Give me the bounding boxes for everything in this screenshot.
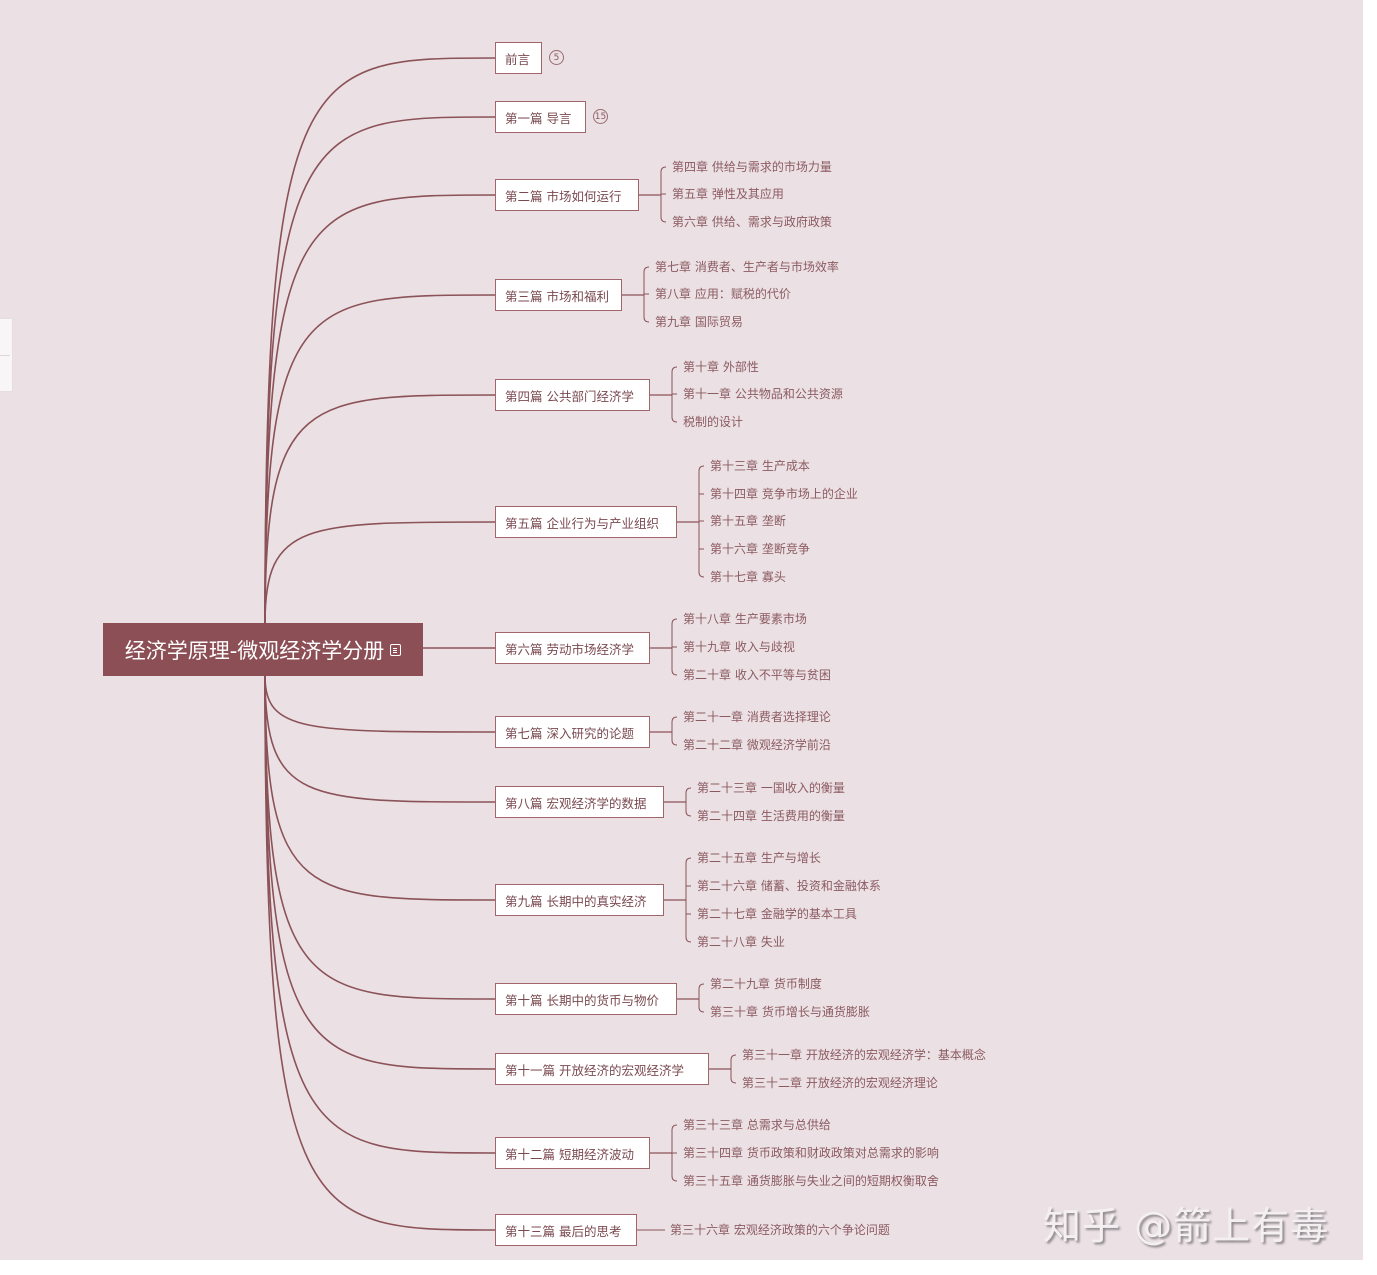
chapter-topic[interactable]: 第四章 供给与需求的市场力量 <box>672 160 832 174</box>
chapter-topic[interactable]: 第三十四章 货币政策和财政政策对总需求的影响 <box>683 1146 939 1160</box>
chapter-topic[interactable]: 第十五章 垄断 <box>710 514 786 528</box>
part-topic[interactable]: 第七篇 深入研究的论题 <box>495 716 650 748</box>
chapter-topic[interactable]: 第十八章 生产要素市场 <box>683 612 807 626</box>
chapter-topic[interactable]: 第二十八章 失业 <box>697 935 785 949</box>
part-label: 第九篇 长期中的真实经济 <box>505 893 647 909</box>
part-topic[interactable]: 第一篇 导言 <box>495 101 586 133</box>
connector-lines <box>264 57 737 1231</box>
part-topic[interactable]: 前言 <box>495 42 542 74</box>
part-label: 第六篇 劳动市场经济学 <box>505 641 634 657</box>
chapter-topic[interactable]: 第三十三章 总需求与总供给 <box>683 1118 831 1132</box>
chapter-topic[interactable]: 第三十五章 通货膨胀与失业之间的短期权衡取舍 <box>683 1174 939 1188</box>
note-icon[interactable] <box>390 643 402 656</box>
chapter-topic[interactable]: 第二十五章 生产与增长 <box>697 851 821 865</box>
part-label: 第七篇 深入研究的论题 <box>505 725 634 741</box>
part-label: 第八篇 宏观经济学的数据 <box>505 795 647 811</box>
chapter-topic[interactable]: 第十六章 垄断竞争 <box>710 542 810 556</box>
part-label: 第十三篇 最后的思考 <box>505 1223 622 1239</box>
chapter-topic[interactable]: 第六章 供给、需求与政府政策 <box>672 215 832 229</box>
part-label: 第十篇 长期中的货币与物价 <box>505 992 659 1008</box>
part-topic[interactable]: 第十篇 长期中的货币与物价 <box>495 983 677 1015</box>
collapsed-count-badge[interactable]: 5 <box>549 50 564 65</box>
part-topic[interactable]: 第四篇 公共部门经济学 <box>495 379 650 411</box>
chapter-topic[interactable]: 第十章 外部性 <box>683 360 759 374</box>
side-panel-toggle[interactable] <box>0 318 13 392</box>
chapter-topic[interactable]: 第三十章 货币增长与通货膨胀 <box>710 1005 870 1019</box>
chapter-topic[interactable]: 第三十六章 宏观经济政策的六个争论问题 <box>670 1223 890 1237</box>
chapter-topic[interactable]: 税制的设计 <box>683 415 744 429</box>
watermark: 知乎 @箭上有毒 <box>1043 1204 1330 1248</box>
chapter-topic[interactable]: 第十七章 寡头 <box>710 570 786 584</box>
chapter-topic[interactable]: 第十三章 生产成本 <box>710 459 810 473</box>
part-topic[interactable]: 第三篇 市场和福利 <box>495 279 622 311</box>
part-label: 第十二篇 短期经济波动 <box>505 1146 634 1162</box>
chapter-topic[interactable]: 第二十三章 一国收入的衡量 <box>697 781 845 795</box>
chapter-topic[interactable]: 第二十七章 金融学的基本工具 <box>697 907 857 921</box>
part-label: 前言 <box>505 51 531 67</box>
chapter-topic[interactable]: 第二十九章 货币制度 <box>710 977 822 991</box>
chapter-topic[interactable]: 第七章 消费者、生产者与市场效率 <box>655 260 839 274</box>
chapter-topic[interactable]: 第八章 应用：赋税的代价 <box>655 287 791 301</box>
part-label: 第四篇 公共部门经济学 <box>505 388 634 404</box>
part-label: 第一篇 导言 <box>505 110 572 126</box>
chapter-topic[interactable]: 第十一章 公共物品和公共资源 <box>683 387 843 401</box>
part-topic[interactable]: 第十三篇 最后的思考 <box>495 1214 637 1246</box>
chapter-topic[interactable]: 第三十一章 开放经济的宏观经济学：基本概念 <box>742 1048 986 1062</box>
part-label: 第五篇 企业行为与产业组织 <box>505 515 659 531</box>
root-topic[interactable]: 经济学原理-微观经济学分册 <box>103 623 423 676</box>
chapter-topic[interactable]: 第三十二章 开放经济的宏观经济理论 <box>742 1076 938 1090</box>
collapsed-count-badge[interactable]: 15 <box>593 109 608 124</box>
chapter-topic[interactable]: 第十四章 竞争市场上的企业 <box>710 487 858 501</box>
part-label: 第二篇 市场如何运行 <box>505 188 622 204</box>
part-topic[interactable]: 第五篇 企业行为与产业组织 <box>495 506 677 538</box>
part-topic[interactable]: 第八篇 宏观经济学的数据 <box>495 786 664 818</box>
chapter-topic[interactable]: 第十九章 收入与歧视 <box>683 640 795 654</box>
chapter-topic[interactable]: 第二十一章 消费者选择理论 <box>683 710 831 724</box>
part-topic[interactable]: 第十二篇 短期经济波动 <box>495 1137 650 1169</box>
part-topic[interactable]: 第九篇 长期中的真实经济 <box>495 884 664 916</box>
chapter-topic[interactable]: 第二十二章 微观经济学前沿 <box>683 738 831 752</box>
chapter-topic[interactable]: 第九章 国际贸易 <box>655 315 743 329</box>
chapter-topic[interactable]: 第二十章 收入不平等与贫困 <box>683 668 831 682</box>
part-topic[interactable]: 第六篇 劳动市场经济学 <box>495 632 650 664</box>
chapter-topic[interactable]: 第二十四章 生活费用的衡量 <box>697 809 845 823</box>
part-topic[interactable]: 第十一篇 开放经济的宏观经济学 <box>495 1053 709 1085</box>
chapter-topic[interactable]: 第二十六章 储蓄、投资和金融体系 <box>697 879 881 893</box>
part-topic[interactable]: 第二篇 市场如何运行 <box>495 179 639 211</box>
part-label: 第三篇 市场和福利 <box>505 288 609 304</box>
chapter-topic[interactable]: 第五章 弹性及其应用 <box>672 187 784 201</box>
root-title: 经济学原理-微观经济学分册 <box>124 638 385 663</box>
mindmap-canvas[interactable]: 经济学原理-微观经济学分册 前言 5 第一篇 导言 15 第二篇 市场如何运行 第四章 供… <box>0 0 1363 1260</box>
part-label: 第十一篇 开放经济的宏观经济学 <box>505 1062 684 1078</box>
